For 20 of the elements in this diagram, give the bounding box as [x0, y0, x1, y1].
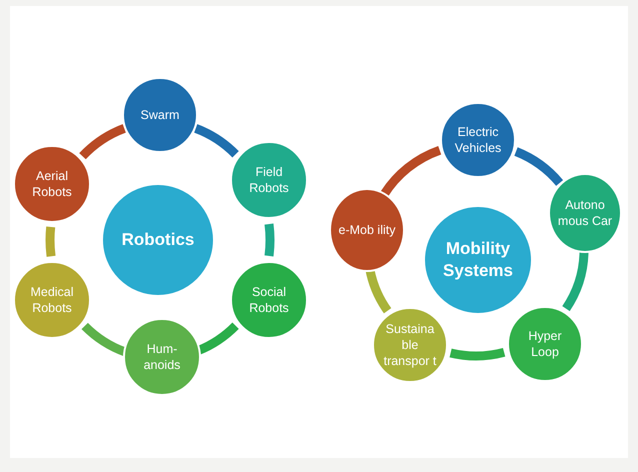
node-label: Sustaina ble transpor t [382, 320, 438, 370]
node-label: Swarm [140, 106, 180, 124]
node-label: Mobility Systems [442, 238, 514, 282]
ring-connector [264, 224, 274, 256]
ring-connector [514, 147, 563, 186]
node-label: Aerial Robots [31, 168, 73, 200]
node-label: Hum- anoids [142, 340, 182, 374]
ring-connector [562, 252, 588, 311]
node-label: Social Robots [248, 284, 290, 316]
node-label: Electric Vehicles [454, 124, 502, 156]
ring-connector [46, 226, 56, 257]
node-label: Autono mous Car [556, 196, 614, 230]
ring-connector [79, 124, 126, 160]
node-label: e-Mob ility [338, 222, 396, 238]
node-label: Hyper Loop [527, 328, 563, 360]
node-label: Robotics [122, 228, 194, 251]
ring-connector [450, 348, 505, 360]
node-label: Field Robots [248, 164, 290, 196]
ring-connector [194, 124, 239, 158]
node-label: Medical Robots [29, 284, 75, 316]
